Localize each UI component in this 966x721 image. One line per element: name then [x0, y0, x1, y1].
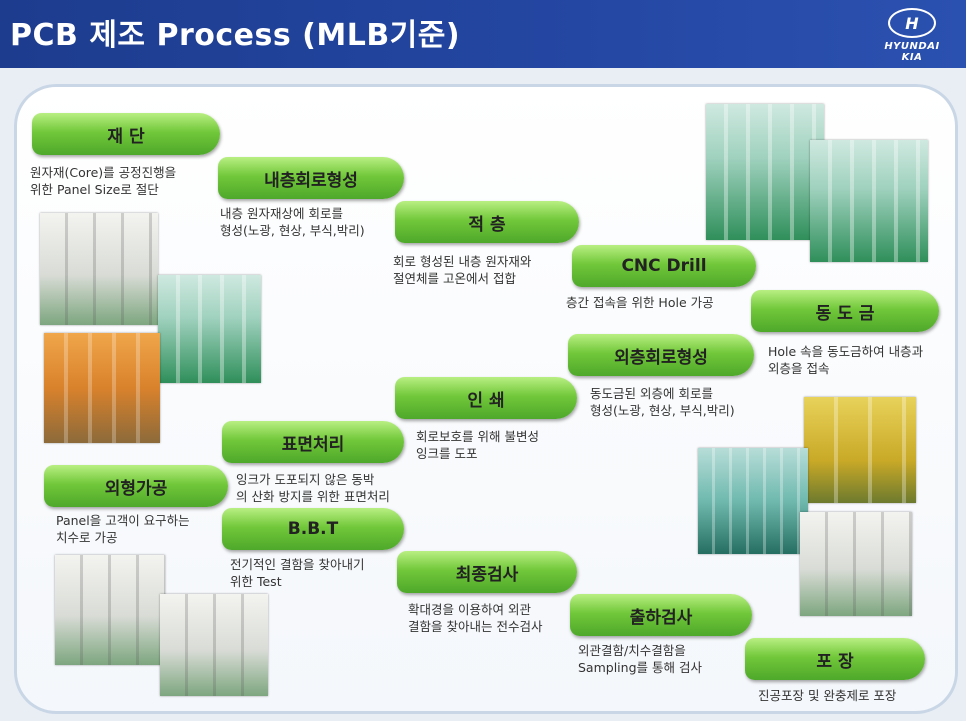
factory-photo — [40, 213, 158, 325]
step-outline-machining: 외형가공 — [44, 465, 228, 507]
step-copper-plating: 동 도 금 — [751, 290, 939, 332]
step-shipping-inspection: 출하검사 — [570, 594, 752, 636]
step-packaging: 포 장 — [745, 638, 925, 680]
factory-photo — [706, 104, 824, 240]
step-inner-circuit: 내층회로형성 — [218, 157, 404, 199]
factory-photo — [800, 512, 912, 616]
factory-photo — [44, 333, 160, 443]
step-bbt: B.B.T — [222, 508, 404, 550]
step-cutting: 재 단 — [32, 113, 220, 155]
step-printing: 인 쇄 — [395, 377, 577, 419]
step-cnc-drill-desc: 층간 접속을 위한 Hole 가공 — [566, 295, 714, 310]
factory-photo — [804, 397, 916, 503]
step-outer-circuit: 외층회로형성 — [568, 334, 754, 376]
hyundai-logo-icon: H — [888, 8, 936, 38]
factory-photo — [158, 275, 261, 383]
factory-photo — [55, 555, 165, 665]
brand-logo: H HYUNDAI KIA — [872, 8, 952, 63]
step-lamination: 적 층 — [395, 201, 579, 243]
logo-text: HYUNDAI KIA — [884, 41, 940, 63]
step-cnc-drill: CNC Drill — [572, 245, 756, 287]
factory-photo — [160, 594, 268, 696]
step-surface-treatment: 표면처리 — [222, 421, 404, 463]
factory-photo — [810, 140, 928, 262]
factory-photo — [698, 448, 808, 554]
header-bar: PCB 제조 Process (MLB기준) H HYUNDAI KIA — [0, 0, 966, 68]
step-packaging-desc: 진공포장 및 완충제로 포장 — [758, 688, 897, 703]
page-title: PCB 제조 Process (MLB기준) — [10, 18, 461, 53]
step-final-inspection: 최종검사 — [397, 551, 577, 593]
